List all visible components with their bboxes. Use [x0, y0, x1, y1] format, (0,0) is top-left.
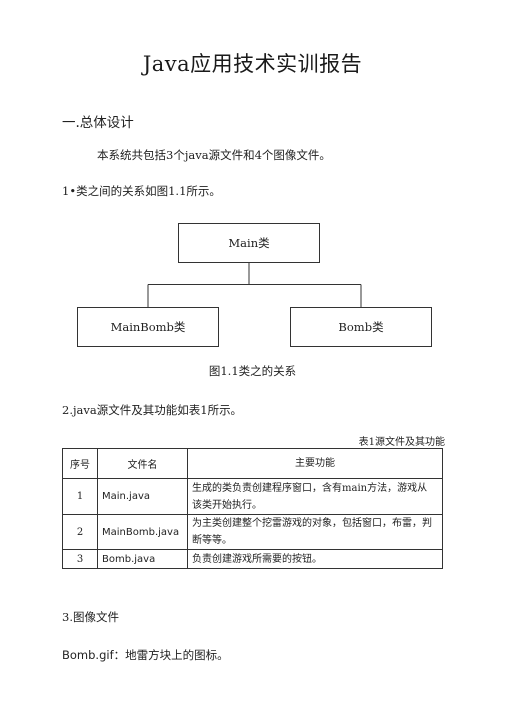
table-header-row: 序号 文件名 主要功能: [62, 448, 443, 479]
row-filename: Main.java: [97, 478, 188, 515]
section-heading-image-files: 3.图像文件: [62, 610, 119, 624]
class-relation-text: 1•类之间的关系如图1.1所示。: [62, 184, 221, 198]
row-function: 负责创建游戏所需要的按钮。: [187, 549, 443, 569]
intro-paragraph: 本系统共包括3个java源文件和4个图像文件。: [97, 148, 331, 162]
section-heading-overall-design: 一.总体设计: [62, 115, 134, 131]
row-filename: Bomb.java: [97, 549, 188, 569]
bomb-class-label: Bomb类: [338, 320, 384, 334]
main-class-box: [178, 223, 320, 263]
bomb-gif-filename: Bomb.gif：: [62, 648, 126, 662]
table-row: 3 Bomb.java 负责创建游戏所需要的按钮。: [62, 549, 443, 569]
bomb-gif-description: 地雷方块上的图标。: [125, 648, 229, 662]
row-function: 生成的类负责创建程序窗口，含有main方法，游戏从 该类开始执行。: [187, 478, 443, 515]
bomb-gif-line: Bomb.gif：地雷方块上的图标。: [62, 647, 229, 663]
figure-caption: 图1.1类之的关系: [208, 364, 297, 378]
row-index: 2: [62, 514, 98, 550]
bomb-class-box: [290, 307, 432, 347]
header-filename: 文件名: [97, 448, 188, 479]
main-class-label: Main类: [228, 236, 270, 250]
source-files-table: 序号 文件名 主要功能 1 Main.java 生成的类负责创建程序窗口，含有m…: [62, 448, 443, 569]
source-files-text: 2.java源文件及其功能如表1所示。: [62, 403, 243, 417]
report-title: Java应用技术实训报告: [142, 52, 363, 76]
table-caption: 表1源文件及其功能: [358, 437, 445, 448]
row-function: 为主类创建整个挖雷游戏的对象，包括窗口，布雷，判 断等等。: [187, 514, 443, 550]
table-row: 1 Main.java 生成的类负责创建程序窗口，含有main方法，游戏从 该类…: [62, 478, 443, 515]
row-index: 3: [62, 549, 98, 569]
table-row: 2 MainBomb.java 为主类创建整个挖雷游戏的对象，包括窗口，布雷，判…: [62, 514, 443, 550]
row-filename: MainBomb.java: [97, 514, 188, 550]
mainbomb-class-box: [77, 307, 219, 347]
row-index: 1: [62, 478, 98, 515]
header-function: 主要功能: [187, 448, 443, 479]
header-index: 序号: [62, 448, 98, 479]
mainbomb-class-label: MainBomb类: [111, 320, 186, 334]
